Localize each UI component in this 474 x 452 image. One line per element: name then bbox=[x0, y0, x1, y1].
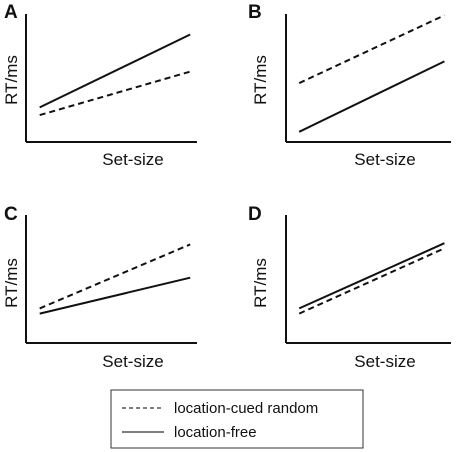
series-line-cued bbox=[298, 14, 445, 85]
x-axis-label: Set-size bbox=[354, 150, 415, 169]
y-axis-label: RT/ms bbox=[2, 55, 21, 105]
legend-label-free: location-free bbox=[174, 424, 257, 441]
series-line-cued bbox=[39, 70, 191, 117]
panel-letter: B bbox=[248, 2, 262, 23]
legend-label-cued: location-cued random bbox=[174, 400, 318, 417]
series-line-cued bbox=[298, 247, 445, 315]
y-axis-label: RT/ms bbox=[251, 258, 270, 308]
panel-b: B Set-size RT/ms bbox=[248, 2, 451, 169]
x-axis-label: Set-size bbox=[354, 352, 415, 371]
panel-letter: C bbox=[4, 204, 18, 225]
panel-d: D Set-size RT/ms bbox=[248, 204, 451, 371]
series-line-free bbox=[39, 33, 191, 109]
legend: location-cued random location-free bbox=[110, 389, 364, 449]
series-line-free bbox=[39, 276, 191, 315]
series-line-cued bbox=[39, 243, 191, 310]
x-axis-label: Set-size bbox=[102, 352, 163, 371]
series-line-free bbox=[298, 242, 445, 310]
x-axis-label: Set-size bbox=[102, 150, 163, 169]
legend-box bbox=[110, 389, 364, 449]
series-line-free bbox=[298, 60, 445, 133]
y-axis-label: RT/ms bbox=[251, 55, 270, 105]
panel-a: A Set-size RT/ms bbox=[2, 2, 197, 169]
panel-letter: D bbox=[248, 204, 262, 225]
panel-letter: A bbox=[4, 2, 18, 23]
y-axis-label: RT/ms bbox=[2, 258, 21, 308]
panel-c: C Set-size RT/ms bbox=[2, 204, 197, 371]
